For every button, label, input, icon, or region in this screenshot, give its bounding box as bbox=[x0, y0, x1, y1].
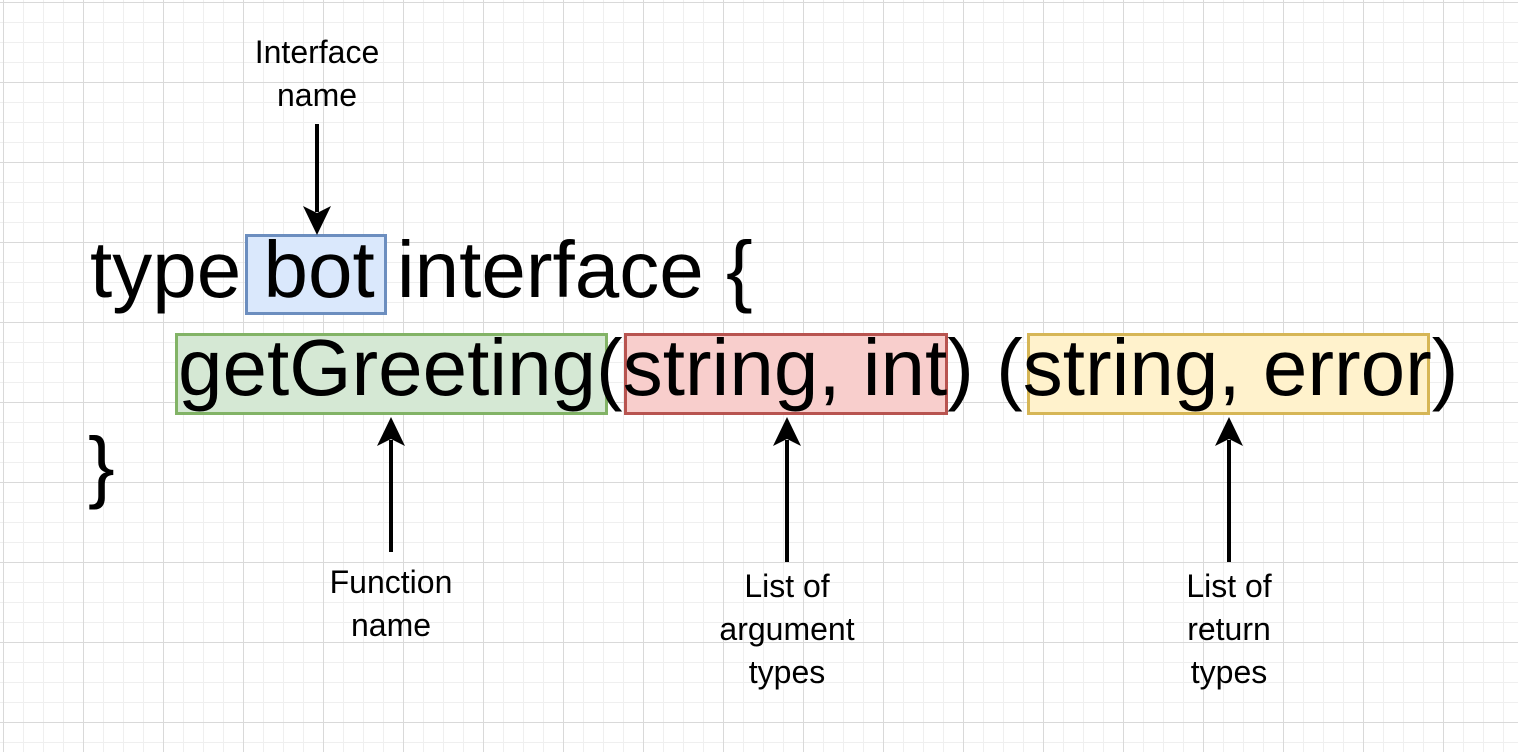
function-name: getGreeting bbox=[178, 323, 597, 412]
return-types-label-line-3: types bbox=[1190, 654, 1268, 690]
function-name-highlight bbox=[175, 333, 608, 415]
argument-types-label-line-1: List of bbox=[744, 568, 830, 604]
return-types: string, error bbox=[1022, 323, 1432, 412]
argument-types-label-line-3: types bbox=[748, 654, 826, 690]
argument-types-arrow bbox=[773, 417, 801, 562]
return-close-paren: ) bbox=[1431, 323, 1459, 412]
interface-name-highlight bbox=[245, 234, 387, 315]
interface-name-label: Interface name bbox=[217, 31, 417, 117]
function-name-label-line-2: name bbox=[350, 607, 432, 643]
argument-close-paren: ) bbox=[947, 323, 974, 412]
code-line-3: } bbox=[88, 426, 115, 506]
function-name-label: Function name bbox=[291, 561, 491, 647]
argument-types-label: List of argument types bbox=[687, 565, 887, 694]
return-types-highlight bbox=[1027, 333, 1430, 415]
interface-name-label-line-1: Interface bbox=[254, 34, 380, 70]
code-line-2: getGreeting(string, int) (string, error) bbox=[178, 328, 1458, 408]
return-types-arrow bbox=[1215, 417, 1243, 562]
type-keyword: type bbox=[90, 225, 242, 314]
close-brace: } bbox=[88, 421, 115, 510]
return-types-label-line-1: List of bbox=[1186, 568, 1272, 604]
argument-open-paren: ( bbox=[596, 323, 623, 412]
open-brace: { bbox=[725, 225, 753, 314]
interface-name: bot bbox=[263, 225, 375, 314]
argument-types-label-line-2: argument bbox=[719, 611, 855, 647]
interface-name-label-line-2: name bbox=[276, 77, 358, 113]
argument-types: string, int bbox=[622, 323, 948, 412]
function-name-label-line-1: Function bbox=[329, 564, 453, 600]
interface-name-arrow bbox=[303, 124, 331, 235]
code-line-1: type bot interface { bbox=[90, 230, 753, 310]
interface-keyword: interface bbox=[396, 225, 704, 314]
return-open-paren: ( bbox=[996, 323, 1023, 412]
return-types-label-line-2: return bbox=[1187, 611, 1271, 647]
argument-types-highlight bbox=[624, 333, 948, 415]
function-name-arrow bbox=[377, 417, 405, 552]
return-types-label: List of return types bbox=[1129, 565, 1329, 694]
